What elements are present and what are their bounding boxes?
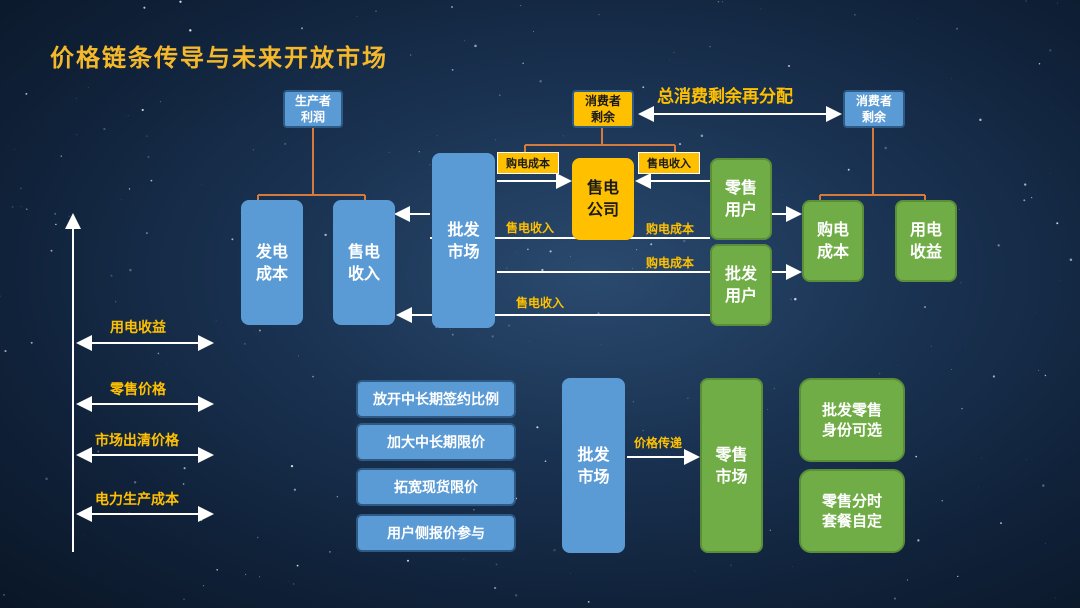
- buy-cost-label-2: 购电成本: [646, 256, 695, 270]
- sales-company-box: 售电 公司: [572, 158, 634, 240]
- action-widen-spot-limit: 拓宽现货限价: [356, 468, 516, 506]
- level-clearing-price: 市场出清价格: [95, 433, 179, 449]
- producer-surplus-box: 生产者 利润: [283, 90, 343, 128]
- generation-cost-box: 发电 成本: [241, 200, 303, 325]
- sell-income-box: 售电 收入: [333, 200, 395, 325]
- option-time-of-use-package: 零售分时 套餐自定: [799, 469, 905, 553]
- page-title: 价格链条传导与未来开放市场: [50, 43, 388, 72]
- sell-income-label-2: 售电收入: [516, 296, 565, 310]
- action-open-long-term-ratio: 放开中长期签约比例: [356, 380, 516, 418]
- purchase-cost-box: 购电 成本: [802, 200, 864, 282]
- usage-benefit-box: 用电 收益: [895, 200, 957, 282]
- consumer-surplus-left-box: 消费者 剩余: [572, 90, 634, 128]
- retail-user-box: 零售 用户: [710, 158, 772, 240]
- buy-cost-label-1: 购电成本: [646, 222, 695, 236]
- level-retail-price: 零售价格: [110, 382, 166, 398]
- bottom-wholesale-market: 批发 市场: [562, 378, 625, 553]
- bottom-retail-market: 零售 市场: [700, 378, 763, 553]
- sell-income-tag: 售电收入: [638, 152, 700, 174]
- level-production-cost: 电力生产成本: [95, 492, 179, 508]
- action-raise-long-term-limit: 加大中长期限价: [356, 423, 516, 461]
- action-user-bidding: 用户侧报价参与: [356, 514, 516, 552]
- redistribution-label: 总消费剩余再分配: [657, 87, 793, 107]
- level-usage-benefit: 用电收益: [110, 320, 166, 336]
- price-transfer-label: 价格传递: [634, 436, 683, 450]
- wholesale-user-box: 批发 用户: [710, 244, 772, 326]
- option-identity-selectable: 批发零售 身份可选: [799, 378, 905, 462]
- sell-income-label-1: 售电收入: [506, 221, 555, 235]
- wholesale-market-box: 批发 市场: [432, 153, 495, 328]
- buy-cost-tag: 购电成本: [497, 152, 559, 174]
- consumer-surplus-right-box: 消费者 剩余: [843, 90, 905, 128]
